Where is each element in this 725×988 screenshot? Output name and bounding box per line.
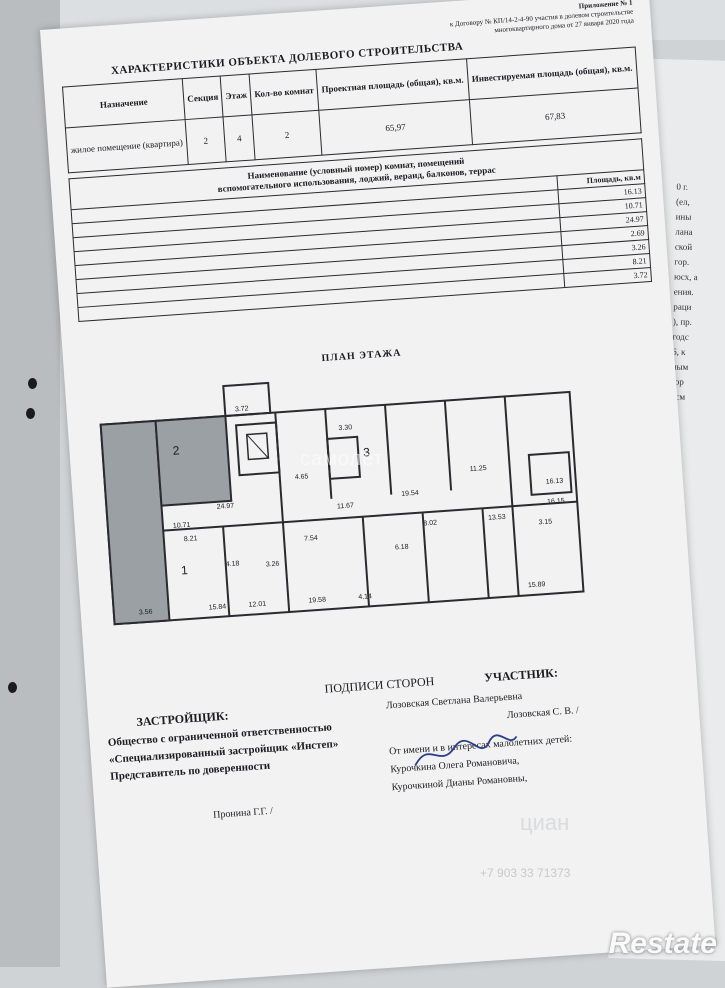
plan-title: ПЛАН ЭТАЖА	[321, 347, 402, 365]
developer-signer: Пронина Г.Г. /	[212, 805, 274, 821]
underlying-text-line: ины	[675, 211, 692, 222]
watermark-phone: +7 903 33 71373	[480, 866, 571, 880]
binder-hole	[26, 408, 35, 419]
col-header-section: Секция	[182, 76, 224, 120]
plan-area-label: 2	[172, 443, 180, 457]
participant-heading: УЧАСТНИК:	[483, 665, 559, 685]
plan-area-label: 8.02	[423, 520, 437, 528]
plan-area-label: 19.54	[401, 490, 419, 498]
watermark-samolet: самолет	[300, 448, 384, 470]
underlying-text-line: юсх, а	[673, 271, 698, 283]
plan-area-label: 10.71	[173, 522, 191, 530]
floor-plan-drawing: 3.72 2 24.97 10.71 16.13 8.21 4.65 3.30 11.67 7.5…	[99, 381, 585, 626]
plan-area-label: 11.67	[337, 502, 355, 510]
plan-area-label: 4.65	[295, 473, 309, 481]
underlying-text-line: годс	[672, 331, 689, 342]
underlying-text-line: (ел,	[675, 196, 690, 207]
plan-area-label: 1	[181, 563, 189, 577]
plan-area-label: 12.01	[248, 601, 266, 609]
col-header-rooms: Кол-во комнат	[249, 69, 319, 115]
plan-area-label: 16.13	[546, 478, 564, 486]
watermark-cian: циан	[520, 810, 570, 835]
plan-area-label: 3.26	[266, 561, 280, 569]
signatures-block: ПОДПИСИ СТОРОН УЧАСТНИК: ЗАСТРОЙЩИК: Общ…	[105, 657, 679, 820]
plan-area-label: 6.18	[395, 544, 409, 552]
plan-area-label: 15.84	[208, 603, 226, 611]
plan-area-label: 3.30	[338, 424, 352, 432]
underlying-text-line: раци	[673, 301, 692, 312]
plan-area-label: 24.97	[216, 503, 234, 511]
underlying-text-line: ской	[674, 241, 693, 252]
plan-area-label: 16.15	[547, 498, 565, 506]
cell-floor: 4	[223, 114, 256, 162]
document-page: Приложение № 1 к Договору № КП/14-2-4-90…	[59, 0, 652, 821]
underlying-text-line: 0 г.	[676, 181, 689, 192]
plan-area-label: 11.25	[469, 465, 487, 473]
plan-area-label: 13.53	[488, 514, 506, 522]
underlying-text-line: гор.	[674, 256, 690, 267]
plan-area-label: 3.56	[139, 609, 153, 617]
plan-area-label: 4.18	[226, 560, 240, 568]
cell-design-area: 65,97	[318, 99, 473, 156]
plan-area-label: 3	[363, 445, 371, 459]
col-header-floor: Этаж	[220, 74, 253, 117]
appendix-header: Приложение № 1 к Договору № КП/14-2-4-90…	[373, 0, 634, 44]
plan-area-label: 3.72	[235, 405, 249, 413]
plan-area-label: 19.58	[308, 596, 326, 604]
document-sheet: Приложение № 1 к Договору № КП/14-2-4-90…	[40, 0, 716, 988]
underlying-text-line: ), пр.	[672, 316, 693, 327]
sides-heading: ПОДПИСИ СТОРОН	[324, 674, 435, 696]
underlying-text-line: лана	[675, 226, 693, 237]
plan-area-label: 15.89	[528, 581, 546, 589]
plan-area-label: 3.15	[538, 518, 552, 526]
floor-plan: 3.72 2 24.97 10.71 16.13 8.21 4.65 3.30 11.67 7.5…	[83, 346, 678, 685]
plan-area-label: 8.21	[184, 535, 198, 543]
watermark-restate-logo: Restate	[608, 927, 717, 960]
cell-purpose: жилое помещение (квартира)	[65, 119, 189, 173]
underlying-text-line: ения.	[673, 286, 694, 298]
cell-rooms: 2	[252, 110, 323, 160]
binder-hole	[8, 682, 17, 693]
handwritten-signature	[414, 734, 518, 767]
underlying-text-line: 6, к	[672, 346, 686, 357]
binder-hole	[28, 378, 37, 389]
plan-area-label: 4.14	[358, 593, 372, 601]
cell-section: 2	[185, 116, 227, 165]
plan-area-label: 7.54	[304, 535, 318, 543]
